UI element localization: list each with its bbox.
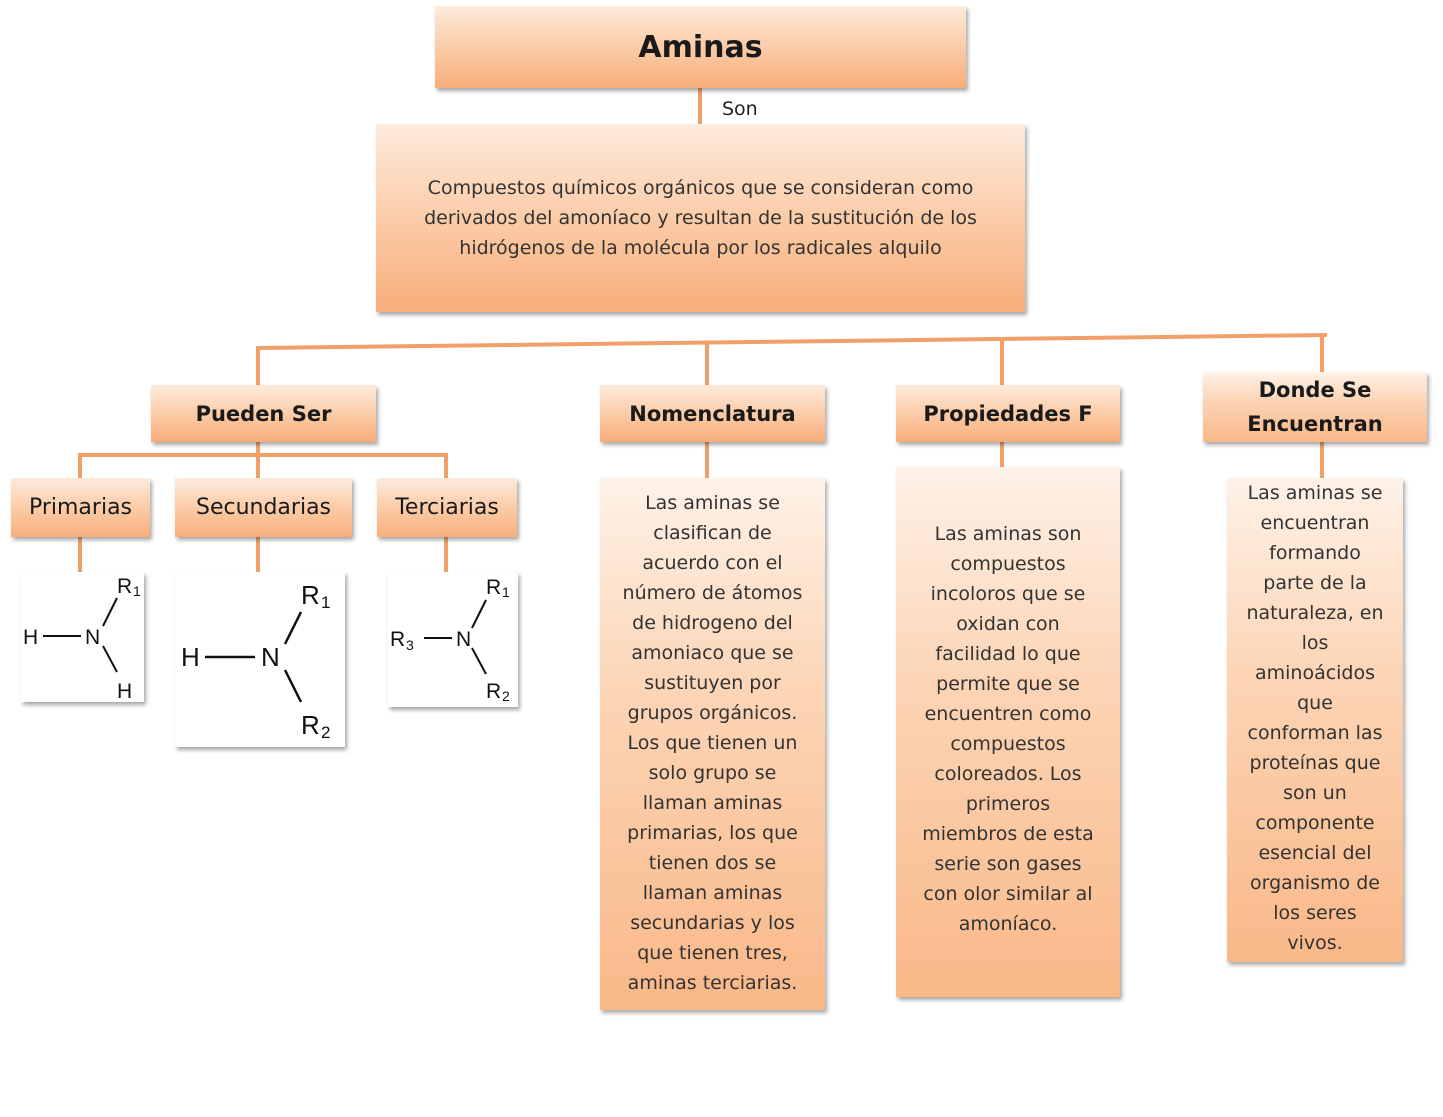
nomenclatura-line: llaman aminas — [642, 792, 783, 814]
propiedades-line: amoníaco. — [958, 913, 1058, 935]
group-r2-sub: 2 — [502, 688, 510, 704]
branch-donde-line1: Donde Se — [1258, 378, 1372, 402]
class-primarias: Primarias — [11, 478, 150, 537]
propiedades-line: Las aminas son — [934, 523, 1082, 545]
propiedades-text: Las aminas son compuestos incoloros que se… — [912, 519, 1103, 939]
nomenclatura-line: tienen dos se — [648, 852, 777, 874]
structure-terciaria: R 3 N R 1 R 2 — [388, 572, 518, 707]
group-r2: R — [301, 710, 320, 740]
donde-line: proteínas que — [1249, 752, 1381, 774]
nomenclatura-line: solo grupo se — [648, 762, 777, 784]
atom-h-left: H — [181, 642, 200, 672]
group-r1-sub: 1 — [321, 593, 330, 612]
edge-label-son: Son — [722, 98, 758, 120]
structure-primaria: H N R 1 H — [21, 572, 144, 702]
propiedades-line: primeros — [965, 793, 1051, 815]
atom-n: N — [456, 628, 471, 651]
propiedades-line: permite que se — [936, 673, 1080, 695]
branch-nomenclatura: Nomenclatura — [600, 385, 825, 442]
propiedades-line: facilidad lo que — [935, 643, 1081, 665]
group-r3: R — [390, 628, 405, 651]
group-r1-sub: 1 — [502, 584, 510, 600]
root-node: Aminas — [435, 6, 966, 88]
donde-line: vivos. — [1287, 932, 1343, 954]
class-primarias-label: Primarias — [28, 495, 133, 520]
group-r1: R — [117, 575, 132, 598]
nomenclatura-line: grupos orgánicos. — [627, 702, 798, 724]
donde-line: encuentran — [1260, 512, 1370, 534]
donde-line: aminoácidos — [1254, 662, 1376, 684]
propiedades-line: compuestos — [950, 733, 1066, 755]
nomenclatura-line: aminas terciarias. — [627, 972, 798, 994]
nomenclatura-line: amoniaco que se — [631, 642, 794, 664]
nomenclatura-line: Los que tienen un — [627, 732, 798, 754]
class-terciarias: Terciarias — [377, 478, 517, 537]
propiedades-line: coloreados. Los — [934, 763, 1082, 785]
nomenclatura-line: sustituyen por — [644, 672, 781, 694]
propiedades-line: oxidan con — [956, 613, 1060, 635]
propiedades-line: con olor similar al — [923, 883, 1093, 905]
donde-line: que — [1297, 692, 1333, 714]
propiedades-line: encuentren como — [924, 703, 1092, 725]
donde-line: los seres — [1273, 902, 1357, 924]
nomenclatura-line: Las aminas se — [645, 492, 780, 514]
donde-line: los — [1301, 632, 1329, 654]
atom-n: N — [85, 626, 100, 649]
branch-donde: Donde Se Encuentran — [1203, 372, 1427, 442]
nomenclatura-line: que tienen tres, — [637, 942, 788, 964]
branch-nomenclatura-label: Nomenclatura — [629, 401, 796, 426]
donde-line: Las aminas se — [1247, 482, 1383, 504]
group-r1-sub: 1 — [133, 583, 141, 599]
branch-propiedades-label: Propiedades F — [923, 401, 1093, 426]
nomenclatura-line: llaman aminas — [642, 882, 783, 904]
donde-line: conforman las — [1247, 722, 1383, 744]
nomenclatura-line: de hidrogeno del — [632, 612, 793, 634]
group-r3-sub: 3 — [406, 637, 414, 653]
nomenclatura-text: Las aminas se clasifican de acuerdo con el… — [613, 488, 813, 998]
class-secundarias-label: Secundarias — [195, 495, 332, 520]
branch-pueden-ser: Pueden Ser — [151, 385, 376, 442]
donde-line: parte de la — [1263, 572, 1367, 594]
group-r2-sub: 2 — [321, 723, 330, 742]
nomenclatura-line: secundarias y los — [630, 912, 795, 934]
donde-text: Las aminas se encuentran formando parte de … — [1242, 478, 1387, 958]
branch-donde-line2: Encuentran — [1247, 412, 1383, 436]
propiedades-line: compuestos — [950, 553, 1066, 575]
propiedades-line: miembros de esta — [922, 823, 1094, 845]
class-terciarias-label: Terciarias — [395, 495, 499, 520]
donde-line: componente — [1255, 812, 1375, 834]
atom-h-left: H — [23, 626, 38, 649]
atom-h-bottom: H — [117, 680, 132, 702]
donde-line: organismo de — [1250, 872, 1380, 894]
branch-pueden-ser-label: Pueden Ser — [195, 401, 332, 426]
definition-node: Compuestos químicos orgánicos que se con… — [376, 124, 1025, 312]
root-title: Aminas — [638, 29, 763, 65]
atom-n: N — [261, 642, 280, 672]
donde-line: naturaleza, en — [1246, 602, 1384, 624]
structure-secundaria: H N R 1 R 2 — [175, 572, 345, 747]
nomenclatura-line: clasifican de — [653, 522, 772, 544]
nomenclatura-line: acuerdo con el — [642, 552, 783, 574]
donde-detail: Las aminas se encuentran formando parte de … — [1227, 478, 1403, 962]
class-secundarias: Secundarias — [175, 478, 352, 537]
connector-root-def — [698, 88, 702, 124]
propiedades-detail: Las aminas son compuestos incoloros que se… — [896, 467, 1120, 997]
branch-propiedades: Propiedades F — [896, 385, 1120, 442]
nomenclatura-detail: Las aminas se clasifican de acuerdo con el… — [600, 478, 825, 1010]
group-r1: R — [301, 580, 320, 610]
definition-text: Compuestos químicos orgánicos que se con… — [424, 177, 977, 259]
propiedades-line: incoloros que se — [930, 583, 1086, 605]
group-r2: R — [486, 680, 501, 703]
group-r1: R — [486, 576, 501, 599]
nomenclatura-line: número de átomos — [622, 582, 803, 604]
propiedades-line: serie son gases — [934, 853, 1082, 875]
donde-line: esencial del — [1258, 842, 1372, 864]
nomenclatura-line: primarias, los que — [627, 822, 798, 844]
donde-line: son un — [1283, 782, 1347, 804]
donde-line: formando — [1269, 542, 1361, 564]
